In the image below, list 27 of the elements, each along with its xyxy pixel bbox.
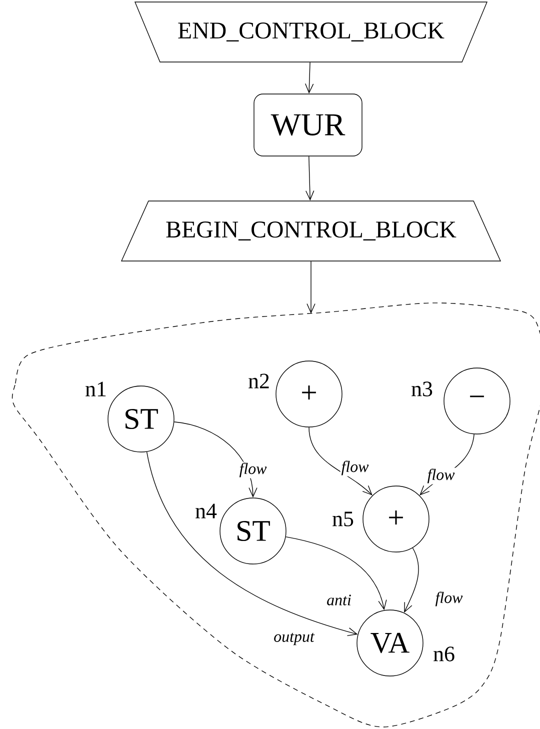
arrow: [306, 261, 316, 314]
circle-node: +: [276, 360, 342, 428]
edge-label: flow: [340, 460, 370, 476]
arrow: [308, 427, 372, 496]
arrow: [146, 452, 358, 636]
edge-label: anti: [326, 594, 352, 606]
circle-node: ST: [108, 386, 174, 452]
arrow: [285, 536, 387, 610]
node-id: n4: [196, 504, 217, 518]
node-id: n2: [248, 374, 269, 388]
circle-node: VA: [356, 610, 424, 676]
edge-label: flow: [426, 468, 456, 484]
circle-node: ST: [220, 498, 286, 564]
node-id: n1: [86, 382, 106, 396]
edge-label: flow: [238, 462, 268, 478]
rounded-box: WUR: [254, 94, 362, 156]
node-id: n5: [332, 512, 354, 526]
arrow: [306, 156, 314, 201]
circle-node: −: [444, 368, 510, 434]
arrow: [404, 548, 419, 613]
node-id: n3: [412, 382, 432, 396]
edge-label: flow: [434, 590, 464, 608]
node-id: n6: [434, 646, 454, 662]
circle-node: +: [362, 486, 430, 552]
arrow: [304, 62, 314, 94]
edge-label: output: [272, 632, 316, 646]
dashed-region: [12, 302, 540, 728]
